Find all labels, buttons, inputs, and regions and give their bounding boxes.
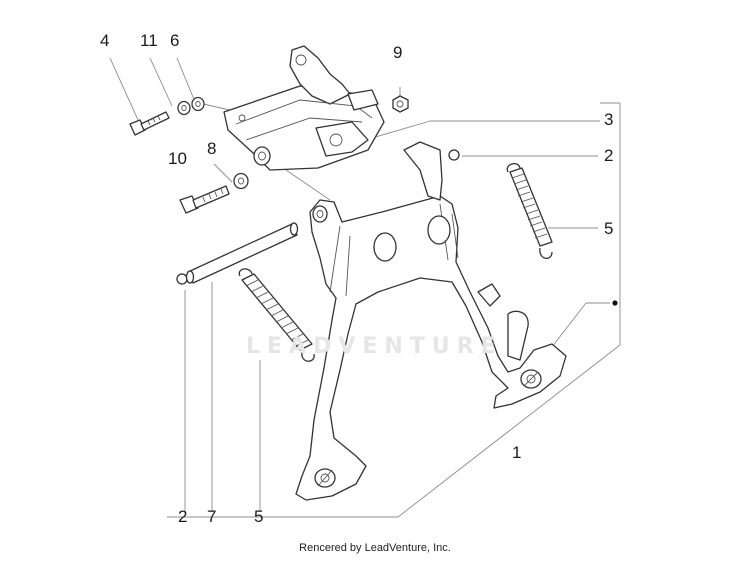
callout-9: 9 (393, 43, 403, 62)
callout-6: 6 (170, 31, 180, 50)
center-stand-exploded-drawing (109, 45, 621, 518)
callout-4: 4 (100, 31, 110, 50)
washer-6-drawing (191, 96, 205, 112)
circlip-2-upper-drawing (448, 149, 460, 161)
bolt-10-drawing (179, 185, 230, 214)
washer-8-drawing (233, 172, 249, 190)
spring-5-left-drawing (238, 268, 315, 362)
bolt-4-drawing (129, 111, 170, 136)
callout-10: 10 (168, 149, 187, 168)
callout-1: 1 (512, 443, 522, 462)
callout-11: 11 (140, 31, 158, 50)
watermark-text: LEADVENTURE (246, 334, 503, 359)
cross-tube-hole-left (373, 232, 397, 262)
footer-credit: Rencered by LeadVenture, Inc. (299, 542, 451, 554)
callout-5-right: 5 (604, 219, 614, 238)
center-stand-1-drawing (295, 141, 567, 501)
pivot-pin-7-drawing (185, 222, 299, 284)
cross-tube-hole-right (427, 215, 451, 245)
callout-5-lower: 5 (254, 507, 264, 526)
washer-11-drawing (177, 100, 191, 116)
nut-9-drawing (392, 95, 409, 113)
spring-5-right-drawing (506, 162, 553, 259)
circlip-2-lower-drawing (176, 273, 188, 285)
callout-7: 7 (207, 507, 217, 526)
callout-2-lower: 2 (178, 507, 188, 526)
callout-2-upper: 2 (604, 146, 614, 165)
callout-3: 3 (604, 110, 614, 129)
stand-bracket-3-drawing (223, 45, 385, 171)
callout-8: 8 (207, 139, 217, 158)
leader-lines (109, 57, 621, 518)
reference-dot-icon (612, 300, 618, 306)
